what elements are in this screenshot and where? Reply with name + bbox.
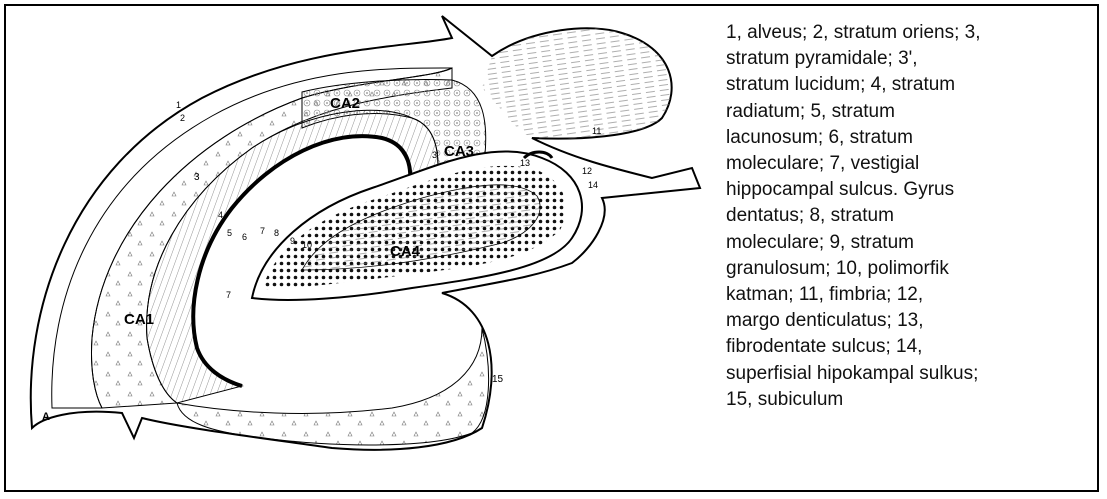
legend-line: 1, alveus; 2, stratum oriens; 3, [726,20,1096,46]
number-label: 14 [588,180,598,190]
panel-label: A [42,411,50,423]
legend-line: superfisial hipokampal sulkus; [726,361,1096,387]
number-label: 13 [520,158,530,168]
legend-line: fibrodentate sulcus; 14, [726,334,1096,360]
legend-line: stratum pyramidale; 3', [726,46,1096,72]
legend-line: stratum lucidum; 4, stratum [726,72,1096,98]
number-label: 3' [432,150,439,160]
legend-line: lacunosum; 6, stratum [726,125,1096,151]
region-label-ca1: CA1 [124,311,154,328]
number-label: 7 [260,226,265,236]
number-label: 9 [290,236,295,246]
number-label: 8 [274,228,279,238]
number-label: 5 [227,228,232,238]
legend-line: 15, subiculum [726,387,1096,413]
legend-line: hippocampal sulcus. Gyrus [726,177,1096,203]
legend-line: margo denticulatus; 13, [726,308,1096,334]
legend-line: katman; 11, fimbria; 12, [726,282,1096,308]
number-label: 3 [194,172,200,183]
legend-line: moleculare; 9, stratum [726,230,1096,256]
number-label: 4 [218,210,223,220]
figure-legend: 1, alveus; 2, stratum oriens; 3, stratum… [726,20,1096,413]
number-label: 11 [592,126,601,136]
legend-line: radiatum; 5, stratum [726,99,1096,125]
number-label: 7 [226,290,231,300]
number-label: 6 [242,232,247,242]
legend-line: granulosum; 10, polimorfik [726,256,1096,282]
number-label: 2 [180,113,185,123]
number-label: 12 [582,166,592,176]
figure-frame: CA2 CA3 CA4 CA1 A 1 2 3 3' 4 5 6 7 7 8 9… [4,4,1099,492]
region-label-ca3: CA3 [444,143,474,160]
legend-line: moleculare; 7, vestigial [726,151,1096,177]
hippocampus-diagram: CA2 CA3 CA4 CA1 A 1 2 3 3' 4 5 6 7 7 8 9… [12,8,712,488]
number-label: 1 [176,100,181,110]
region-label-ca4: CA4 [390,243,421,260]
legend-line: dentatus; 8, stratum [726,203,1096,229]
number-label: 10 [302,240,312,250]
region-label-ca2: CA2 [330,95,360,112]
number-label: 15 [492,374,504,385]
